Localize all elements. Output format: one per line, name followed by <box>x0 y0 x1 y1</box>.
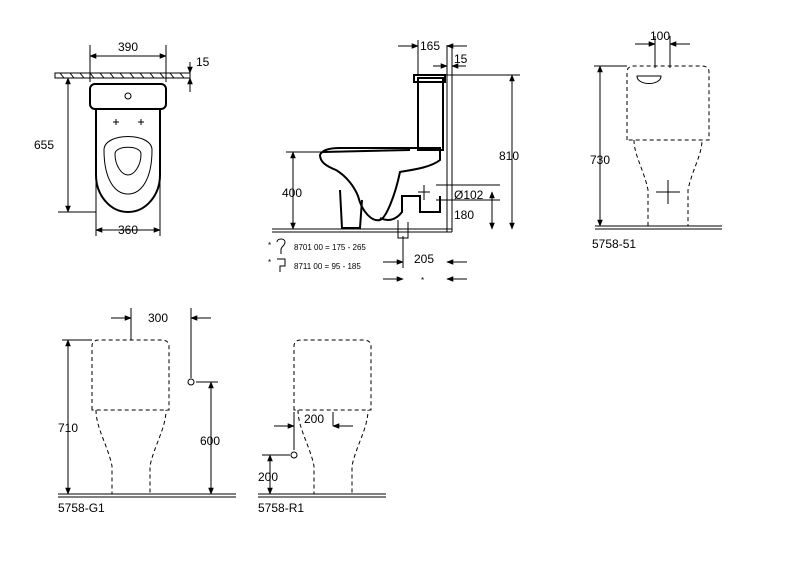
dim-390: 390 <box>89 40 167 82</box>
top-tank <box>89 83 167 110</box>
dim-165-label: 165 <box>420 39 440 53</box>
view-5758-R1: 200 200 5758-R1 <box>258 339 386 515</box>
wall-band <box>54 72 191 79</box>
inlet-R1-icon <box>290 451 298 459</box>
outlet-center-mark <box>418 185 430 200</box>
dim-200-h: 200 <box>274 412 353 450</box>
dim-205: 205 <box>383 236 467 268</box>
dim-300-label: 300 <box>148 311 168 325</box>
dim-diameter-label: Ø102 <box>454 188 484 202</box>
inlet-G1-icon <box>187 378 195 386</box>
top-seat-inner <box>114 146 142 176</box>
wall-hatch <box>59 72 185 79</box>
bowl-5758-51 <box>633 139 703 227</box>
dim-asterisk: * <box>383 276 467 285</box>
view-5758-51: 100 730 5758-51 <box>590 29 722 251</box>
side-view: 165 15 810 400 Ø102 180 <box>268 39 520 285</box>
view-5758-G1: 300 710 600 5758-G1 <box>58 308 236 515</box>
tank-5758-51 <box>626 65 710 141</box>
fixing-marks <box>113 119 144 125</box>
top-view: 390 15 655 360 <box>34 40 210 237</box>
svg-text:*: * <box>268 241 271 250</box>
dim-100: 100 <box>635 29 690 68</box>
dim-15-side: 15 <box>433 52 468 69</box>
side-tank <box>417 77 444 151</box>
dim-655-label: 655 <box>34 138 54 152</box>
dim-390-label: 390 <box>118 40 138 54</box>
dim-600: 600 <box>196 381 220 495</box>
svg-text:*: * <box>268 258 271 267</box>
dim-400-label: 400 <box>282 186 302 200</box>
top-bowl <box>95 108 161 214</box>
dim-180: 180 <box>454 191 495 230</box>
dim-300: 300 <box>111 308 211 378</box>
dim-165: 165 <box>398 39 467 76</box>
dim-15-top: 15 <box>187 55 210 92</box>
dim-15-side-label: 15 <box>454 52 468 66</box>
side-seat <box>322 149 411 153</box>
dim-200-v-label: 200 <box>258 470 278 484</box>
code-5758-51: 5758-51 <box>592 237 636 251</box>
option-2-label: 8711 00 = 95 - 185 <box>294 262 361 271</box>
option-1-label: 8701 00 = 175 - 265 <box>294 243 366 252</box>
dim-360: 360 <box>95 178 161 237</box>
outlet-pipe <box>379 195 441 221</box>
side-tank-lid <box>413 74 446 83</box>
tank-5758-G1 <box>91 339 170 411</box>
dim-asterisk-label: * <box>421 276 424 285</box>
center-mark-5758-51 <box>656 180 680 204</box>
dim-710-label: 710 <box>58 421 78 435</box>
option-2: * 8711 00 = 95 - 185 <box>268 258 361 272</box>
dim-100-label: 100 <box>650 29 670 43</box>
bowl-5758-G1 <box>95 409 167 495</box>
dim-810-label: 810 <box>499 149 519 163</box>
dim-730: 730 <box>590 65 627 227</box>
tank-5758-R1 <box>293 339 372 411</box>
dim-200-h-label: 200 <box>304 412 324 426</box>
dim-710: 710 <box>58 339 92 495</box>
side-bowl <box>318 147 441 222</box>
dim-180-label: 180 <box>454 208 474 222</box>
flush-button-icon <box>124 92 132 100</box>
dim-730-label: 730 <box>590 153 610 167</box>
dim-655: 655 <box>34 77 96 213</box>
dim-360-label: 360 <box>118 223 138 237</box>
dim-600-label: 600 <box>200 434 220 448</box>
dim-15-top-label: 15 <box>196 55 210 69</box>
code-5758-G1: 5758-G1 <box>58 501 105 515</box>
dim-200-v: 200 <box>258 454 290 495</box>
bowl-5758-R1 <box>297 409 369 495</box>
bend-1-icon <box>276 238 286 254</box>
dim-400: 400 <box>282 151 322 230</box>
dim-810: 810 <box>445 74 520 230</box>
top-seat <box>103 136 153 195</box>
option-1: * 8701 00 = 175 - 265 <box>268 238 366 254</box>
code-5758-R1: 5758-R1 <box>258 501 304 515</box>
side-foot <box>339 189 363 229</box>
dim-diameter: Ø102 <box>436 184 500 202</box>
outlet-5758-51 <box>636 75 662 84</box>
dim-205-label: 205 <box>414 252 434 266</box>
bend-2-icon <box>277 258 286 272</box>
